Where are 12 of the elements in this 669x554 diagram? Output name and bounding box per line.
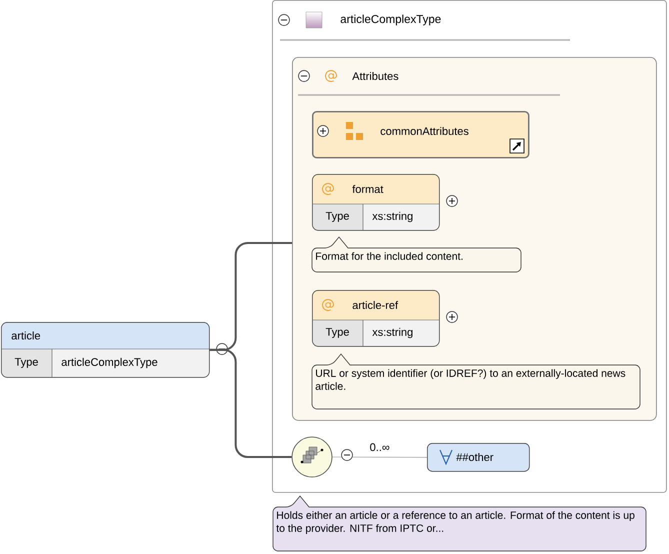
documentation-callout: Holds either an article or a reference to an article. Format of the content is up to the provider. NITF from IPTC or... [272,496,646,552]
documentation-callout: Format for the included content. [312,236,522,272]
attribute-box: article-ref Type xs:string [312,290,440,347]
edge-label: 0..∞ [368,442,391,452]
element-box: article Type articleComplexType [0,322,210,378]
attribute-box: format Type xs:string [312,174,440,231]
connector [210,348,292,458]
connector [332,456,428,458]
sequence-circle [292,436,332,478]
attribute-group-box: commonAttributes [312,111,530,158]
documentation-callout: URL or system identifier (or IDREF?) to an externally-located news article. [312,354,640,410]
any-element-box: ##other [427,443,530,472]
